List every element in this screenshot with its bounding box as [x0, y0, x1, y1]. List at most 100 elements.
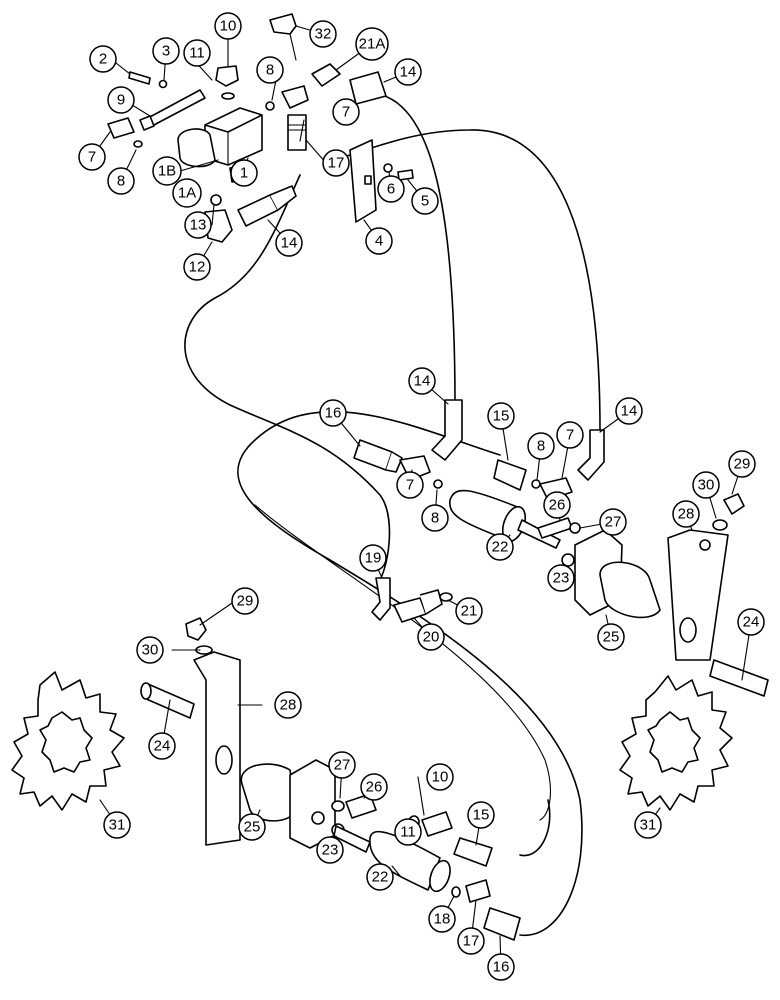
hose-end-15-left — [453, 837, 493, 867]
callout-c15b: 15 — [467, 801, 495, 829]
callout-circle — [319, 399, 347, 427]
callout-c30a: 30 — [692, 471, 720, 499]
bolt-26 — [537, 517, 573, 539]
callout-c23a: 23 — [547, 564, 575, 592]
callout-c7c: 7 — [556, 421, 584, 449]
callout-circle — [428, 905, 456, 933]
callout-c14d: 14 — [615, 397, 643, 425]
callout-circle — [692, 471, 720, 499]
callout-circle — [467, 801, 495, 829]
callout-label: 28 — [678, 506, 695, 523]
callout-circle — [486, 533, 514, 561]
oring-8-mid — [433, 479, 443, 489]
callout-circle — [487, 953, 515, 981]
hose-end-16-left — [483, 907, 521, 941]
callout-circle — [309, 20, 337, 48]
sprocket-left — [11, 671, 125, 811]
callout-circle — [672, 500, 700, 528]
callout-circle — [394, 58, 422, 86]
callout-label: 13 — [190, 217, 207, 234]
callout-circle — [527, 432, 555, 460]
tee-fitting-7-upper — [281, 85, 309, 109]
callout-c10a: 10 — [214, 12, 242, 40]
callout-label: 18 — [434, 911, 451, 928]
hose-end-15 — [493, 459, 527, 491]
callout-c31a: 31 — [103, 811, 131, 839]
callout-c28b: 28 — [274, 691, 302, 719]
callout-circle — [599, 508, 627, 536]
callout-label: 14 — [621, 403, 638, 420]
callout-c16a: 16 — [319, 399, 347, 427]
fitting-17-left — [465, 879, 491, 903]
callout-circle — [107, 167, 135, 195]
callout-label: 25 — [603, 629, 620, 646]
callout-label: 4 — [375, 233, 383, 250]
callout-c1: 1 — [230, 159, 258, 187]
callout-circle — [256, 56, 284, 84]
callout-c28a: 28 — [672, 500, 700, 528]
callout-circle — [394, 818, 422, 846]
bolt-26-left — [345, 793, 377, 819]
callout-label: 31 — [109, 817, 126, 834]
callout-c20: 20 — [417, 623, 445, 651]
callout-c26b: 26 — [360, 773, 388, 801]
callout-circle — [238, 813, 266, 841]
callout-label: 8 — [266, 62, 274, 79]
pivot-mount-25-left — [240, 763, 297, 822]
callout-label: 14 — [281, 235, 298, 252]
callout-circle — [421, 504, 449, 532]
callout-c25a: 25 — [597, 623, 625, 651]
callout-label: 17 — [463, 933, 480, 950]
sprocket-right — [619, 675, 733, 811]
callout-c8d: 8 — [421, 504, 449, 532]
callout-circle — [455, 597, 483, 625]
callout-circle — [597, 623, 625, 651]
callout-c11a: 11 — [183, 39, 211, 67]
callout-label: 27 — [605, 514, 622, 531]
callout-label: 24 — [154, 738, 171, 755]
callout-c18: 18 — [428, 905, 456, 933]
callout-c23b: 23 — [316, 836, 344, 864]
callout-label: 12 — [189, 259, 206, 276]
cylinder-lower-group — [140, 617, 521, 941]
fitting-10 — [215, 65, 239, 87]
pin-24-right — [709, 659, 769, 697]
elbow-14-right — [577, 429, 605, 481]
bracket-4 — [349, 139, 377, 223]
callout-c22b: 22 — [366, 863, 394, 891]
callout-c17b: 17 — [457, 927, 485, 955]
callout-circle — [360, 773, 388, 801]
elbow-32 — [269, 13, 297, 35]
callout-circle — [184, 211, 212, 239]
callout-circle — [728, 450, 756, 478]
callout-c29b: 29 — [231, 587, 259, 615]
callout-label: 29 — [734, 456, 751, 473]
callout-label: 22 — [372, 869, 389, 886]
callout-circle — [547, 564, 575, 592]
callout-circle — [615, 397, 643, 425]
callout-circle — [152, 37, 180, 65]
callout-label: 17 — [328, 155, 345, 172]
hose-upper-to-14 — [381, 94, 456, 406]
callout-label: 16 — [325, 405, 342, 422]
callout-label: 27 — [334, 757, 351, 774]
callout-c12: 12 — [183, 253, 211, 281]
callout-label: 14 — [400, 64, 417, 81]
callout-label: 1A — [178, 185, 196, 202]
callout-c14a: 14 — [394, 58, 422, 86]
callout-c15a: 15 — [487, 402, 515, 430]
callout-label: 7 — [406, 477, 414, 494]
callout-c7a: 7 — [78, 143, 106, 171]
callout-label: 5 — [421, 193, 429, 210]
callout-label: 30 — [698, 477, 715, 494]
cylinder-upper-group — [353, 399, 769, 697]
callout-label: 16 — [493, 959, 510, 976]
hose-end-14-left — [237, 194, 279, 227]
callout-c9: 9 — [107, 86, 135, 114]
callout-c17a: 17 — [322, 149, 350, 177]
callout-c32: 32 — [309, 20, 337, 48]
bolt-29-left — [185, 617, 207, 641]
callout-circle — [426, 763, 454, 791]
